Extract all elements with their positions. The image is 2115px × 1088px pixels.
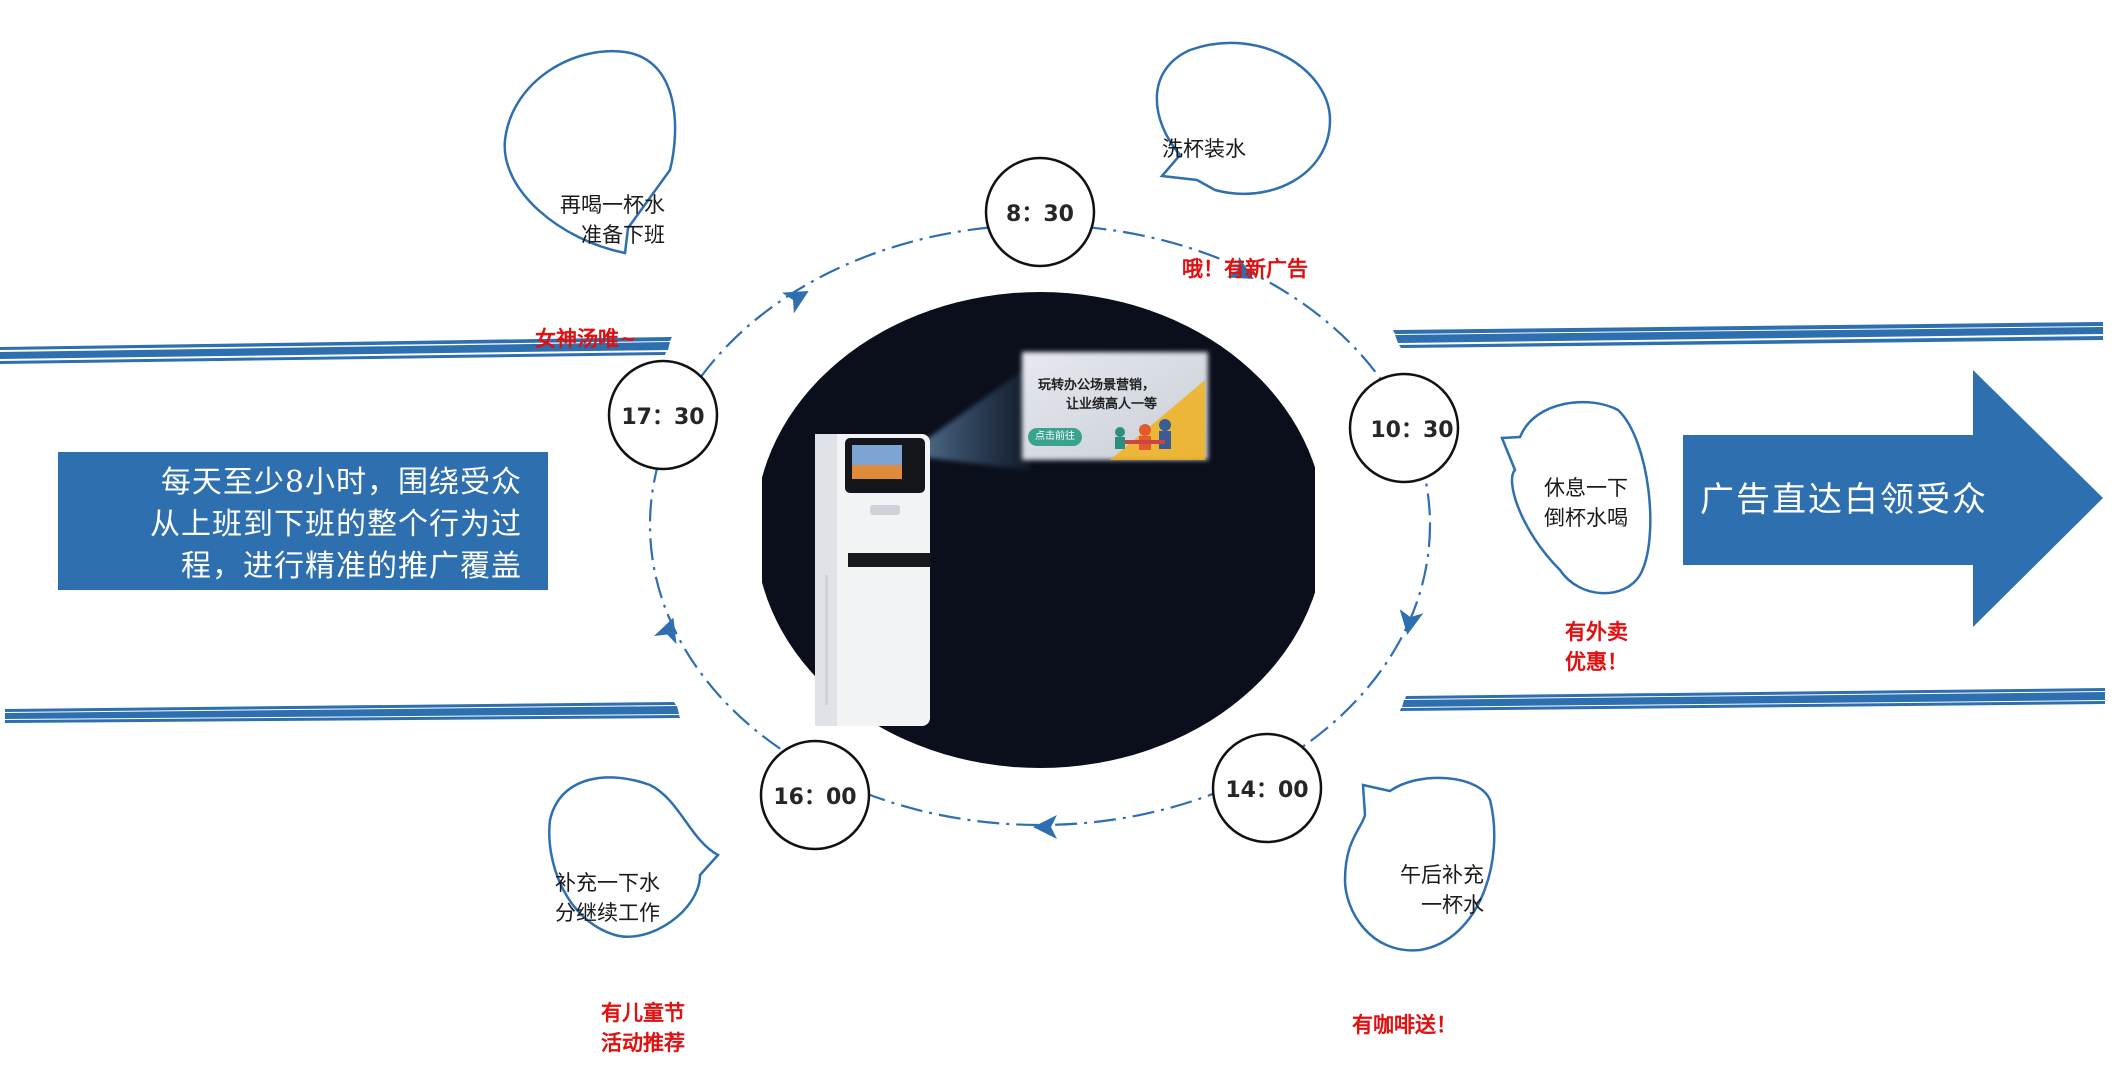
ad-cta-button: 点击前往 <box>1028 428 1082 446</box>
bubble-highlight: 女神汤唯~ <box>535 326 637 351</box>
summary-box: 每天至少8小时，围绕受众 从上班到下班的整个行为过 程，进行精准的推广覆盖 <box>58 452 548 590</box>
bubble-text-1600: 补充一下水 分继续工作 有儿童节 活动推荐 <box>555 808 685 1088</box>
bubble-text-1400: 午后补充 一杯水 有咖啡送！ <box>1352 800 1484 1070</box>
diagram-canvas <box>0 41 2105 952</box>
bubble-line: 洗杯装水 <box>1162 137 1246 161</box>
time-label-0830: 8：30 <box>1006 202 1074 227</box>
bubble-line: 午后补充 一杯水 <box>1400 863 1484 917</box>
bubble-text-0830: 洗杯装水 哦！有新广告 <box>1162 74 1308 314</box>
speech-bubble-1600 <box>548 776 720 938</box>
bubble-text-1730: 再喝一杯水 准备下班 女神汤唯~ <box>535 130 665 384</box>
time-label-1730: 17：30 <box>621 405 705 430</box>
bubble-line: 休息一下 倒杯水喝 <box>1544 476 1628 530</box>
stripe-bottom-right <box>1400 688 2105 711</box>
time-label-1030: 10：30 <box>1370 418 1454 443</box>
chevron-arrow-icon <box>1033 815 1057 839</box>
time-circle-1600 <box>759 739 871 851</box>
bubble-highlight: 有外卖 优惠！ <box>1565 619 1628 674</box>
bubble-highlight: 哦！有新广告 <box>1182 256 1308 281</box>
time-circle-1030 <box>1348 372 1460 484</box>
speech-bubble-1730 <box>503 49 677 255</box>
ad-headline-2: 让业绩高人一等 <box>1066 397 1158 412</box>
speech-bubble-1400 <box>1343 776 1496 952</box>
time-circle-1400 <box>1211 732 1323 844</box>
water-dispenser-icon <box>815 434 930 726</box>
big-arrow-shape <box>1683 370 2103 627</box>
chevron-arrow-icon <box>1399 609 1424 635</box>
time-label-1400: 14：00 <box>1225 778 1309 803</box>
ad-headline-1: 玩转办公场景营销， <box>1038 378 1156 393</box>
time-circle-0830 <box>984 156 1096 268</box>
chevron-arrow-icon <box>653 617 677 645</box>
arrow-label: 广告直达白领受众 <box>1700 480 1988 520</box>
bubble-highlight: 有儿童节 活动推荐 <box>601 1000 685 1055</box>
stripe-top-left <box>0 337 672 364</box>
time-circle-1730 <box>607 359 719 471</box>
stripe-top-right <box>1393 322 2103 348</box>
bubble-line: 再喝一杯水 准备下班 <box>560 193 665 247</box>
time-label-1600: 16：00 <box>773 785 857 810</box>
bubble-highlight: 有咖啡送！ <box>1352 1012 1457 1037</box>
speech-bubble-0830 <box>1155 41 1332 195</box>
stripe-bottom-left <box>5 702 680 723</box>
cycle-orbit <box>648 223 1432 827</box>
bubble-text-1030: 休息一下 倒杯水喝 有外卖 优惠！ <box>1532 413 1628 707</box>
speech-bubble-1030 <box>1500 400 1652 595</box>
bubble-line: 补充一下水 分继续工作 <box>555 871 660 925</box>
chevron-arrow-icon <box>781 291 809 314</box>
product-image <box>762 292 1315 768</box>
chevron-arrow-icon <box>1226 256 1254 279</box>
